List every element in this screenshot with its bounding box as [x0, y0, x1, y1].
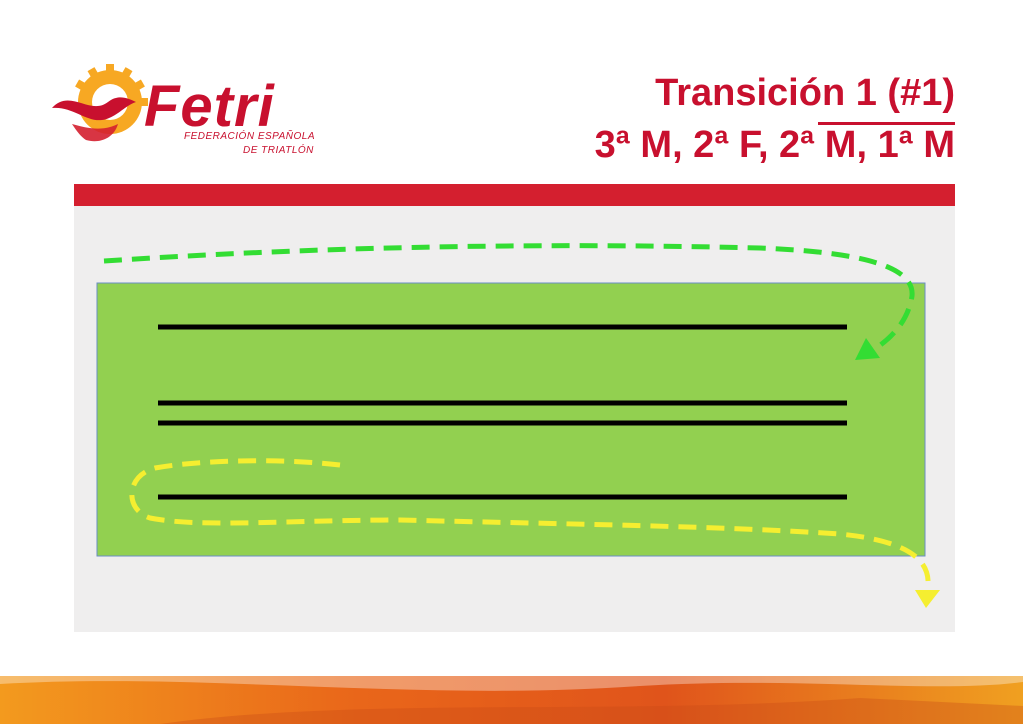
sun-wave-icon	[52, 64, 148, 142]
exit-route	[129, 458, 931, 586]
page-title: Transición 1 (#1)	[655, 72, 955, 114]
footer-band	[0, 676, 1023, 724]
logo-subtitle-line2: DE TRIATLÓN	[243, 145, 314, 156]
page-subtitle: 3ª M, 2ª F, 2ª M, 1ª M	[594, 124, 955, 166]
logo-brand: Fetri	[144, 74, 275, 139]
arrow-head-icon	[915, 590, 940, 608]
transition-area	[96, 282, 926, 557]
logo-subtitle-line1: FEDERACIÓN ESPAÑOLA	[184, 131, 316, 142]
fetri-logo: Fetri FEDERACIÓN ESPAÑOLA DE TRIATLÓN	[48, 62, 348, 162]
entry-route	[103, 243, 915, 355]
arrow-head-icon	[855, 338, 880, 360]
header-bar	[74, 184, 955, 206]
title-underline	[818, 122, 955, 125]
